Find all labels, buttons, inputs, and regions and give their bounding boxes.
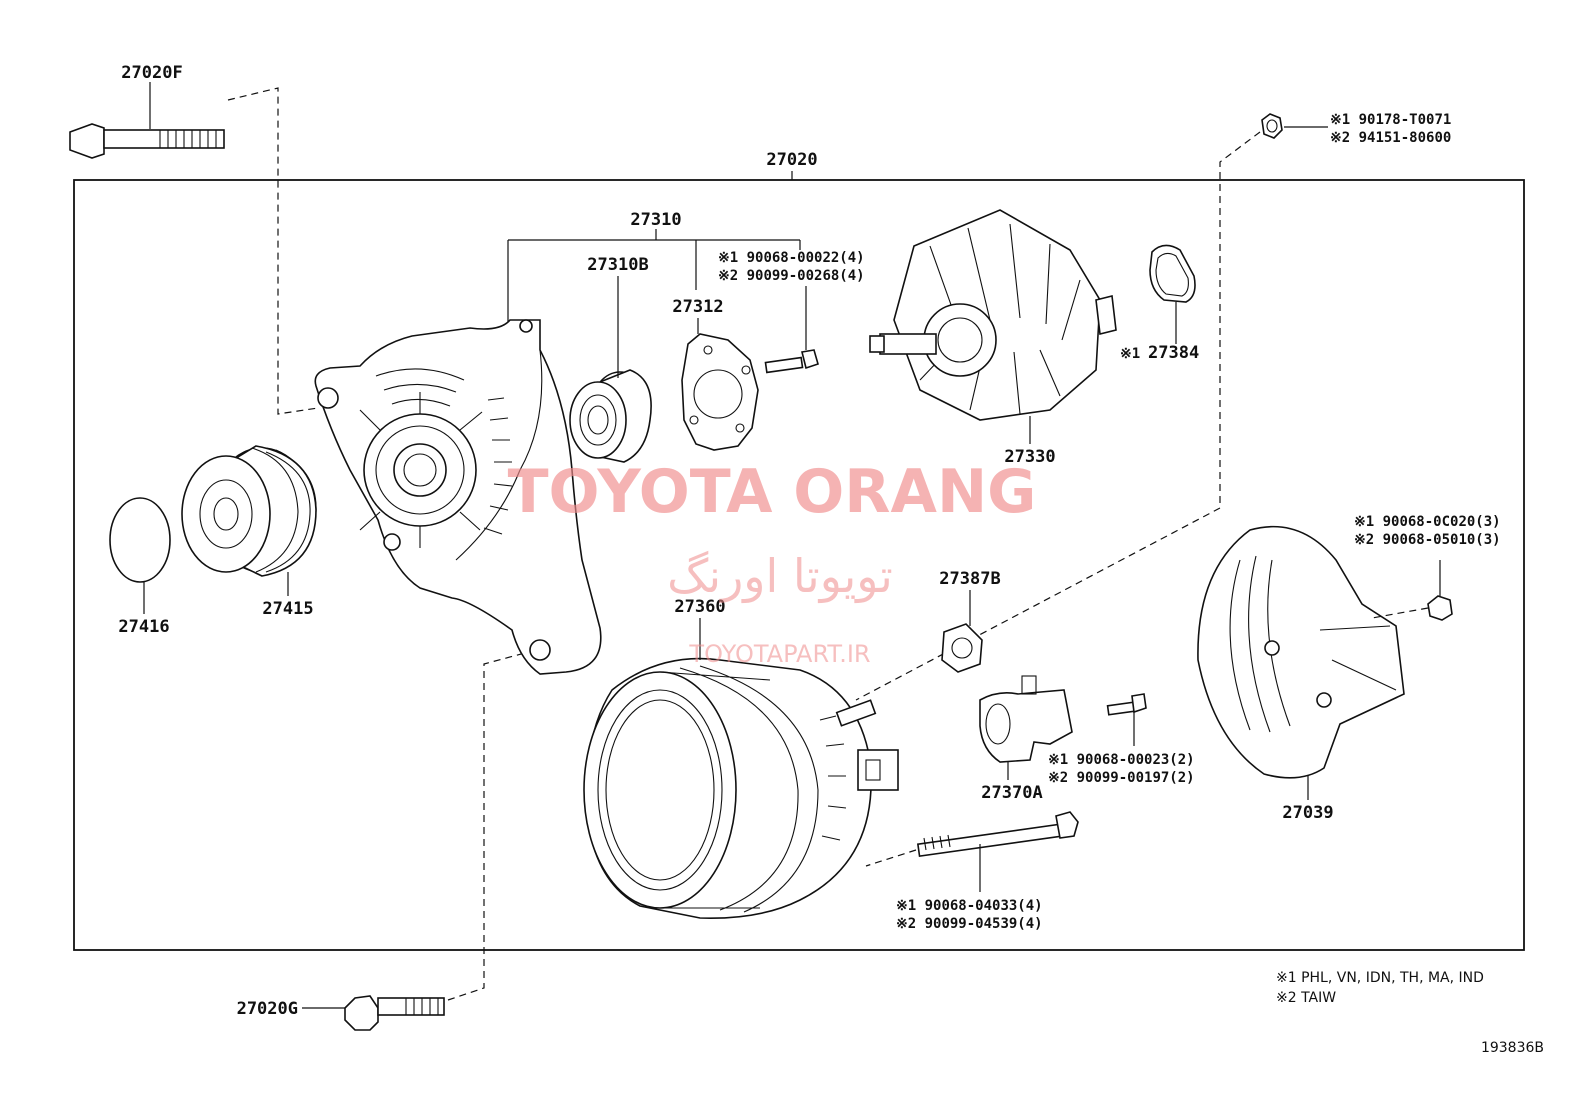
nut-top-icon xyxy=(1261,113,1283,139)
drive-end-frame-icon xyxy=(314,319,602,675)
diagram-id: 193836B xyxy=(1481,1040,1544,1056)
nut-27039-spec-2: ※2 90068-05010(3) xyxy=(1354,532,1501,548)
bolt-27370A-spec-2: ※2 90099-00197(2) xyxy=(1048,770,1195,786)
label-27370A: 27370A xyxy=(981,783,1042,803)
label-27310: 27310 xyxy=(630,210,681,230)
watermark-persian: تویوتا اورنگ xyxy=(667,549,893,604)
label-27020G: 27020G xyxy=(237,999,298,1019)
nut-top-spec-2: ※2 94151-80600 xyxy=(1330,130,1451,146)
assembly-frame xyxy=(73,179,1525,951)
through-bolt-spec-1: ※1 90068-04033(4) xyxy=(896,898,1043,914)
label-27330: 27330 xyxy=(1004,447,1055,467)
watermark-url: TOYOTAPART.IR xyxy=(688,640,870,668)
label-27360: 27360 xyxy=(674,597,725,617)
label-27416: 27416 xyxy=(118,617,169,637)
label-27312: 27312 xyxy=(672,297,723,317)
footnote-2: ※2 TAIW xyxy=(1276,990,1336,1006)
stator-27360-icon xyxy=(583,657,899,919)
nut-27039-icon xyxy=(1427,595,1453,621)
through-bolt-icon xyxy=(916,811,1079,858)
rear-cover-27039-icon xyxy=(1197,525,1405,779)
screw-27312-icon xyxy=(764,349,819,374)
bolt-27370A-spec-1: ※1 90068-00023(2) xyxy=(1048,752,1195,768)
label-27020: 27020 xyxy=(766,150,817,170)
label-27039: 27039 xyxy=(1282,803,1333,823)
watermark-title: TOYOTA ORANG xyxy=(508,457,1037,527)
label-27384-mark: ※1 xyxy=(1120,346,1140,362)
retainer-plate-27312-icon xyxy=(681,333,759,451)
bolt-27312-spec-1: ※1 90068-00022(4) xyxy=(718,250,865,266)
bearing-27310B-icon xyxy=(569,369,652,463)
nut-top-spec-1: ※1 90178-T0071 xyxy=(1330,112,1451,128)
label-27310B: 27310B xyxy=(587,255,648,275)
rotor-27330-icon xyxy=(869,209,1117,421)
insulator-27387B-icon xyxy=(941,623,983,673)
bolt-27020G-icon xyxy=(344,995,445,1031)
seal-ring-27384-icon xyxy=(1149,244,1196,303)
pulley-27415-icon xyxy=(181,445,317,577)
brush-holder-27370A-icon xyxy=(979,675,1073,763)
cover-27416-icon xyxy=(109,497,171,583)
label-27387B: 27387B xyxy=(939,569,1000,589)
bolt-27312-spec-2: ※2 90099-00268(4) xyxy=(718,268,865,284)
nut-27039-spec-1: ※1 90068-0C020(3) xyxy=(1354,514,1501,530)
bolt-27020F-icon xyxy=(69,123,225,159)
screw-27370A-icon xyxy=(1106,693,1147,716)
label-27020F: 27020F xyxy=(121,63,182,83)
label-27384: 27384 xyxy=(1148,343,1199,363)
label-27415: 27415 xyxy=(262,599,313,619)
through-bolt-spec-2: ※2 90099-04539(4) xyxy=(896,916,1043,932)
footnote-1: ※1 PHL, VN, IDN, TH, MA, IND xyxy=(1276,970,1484,986)
